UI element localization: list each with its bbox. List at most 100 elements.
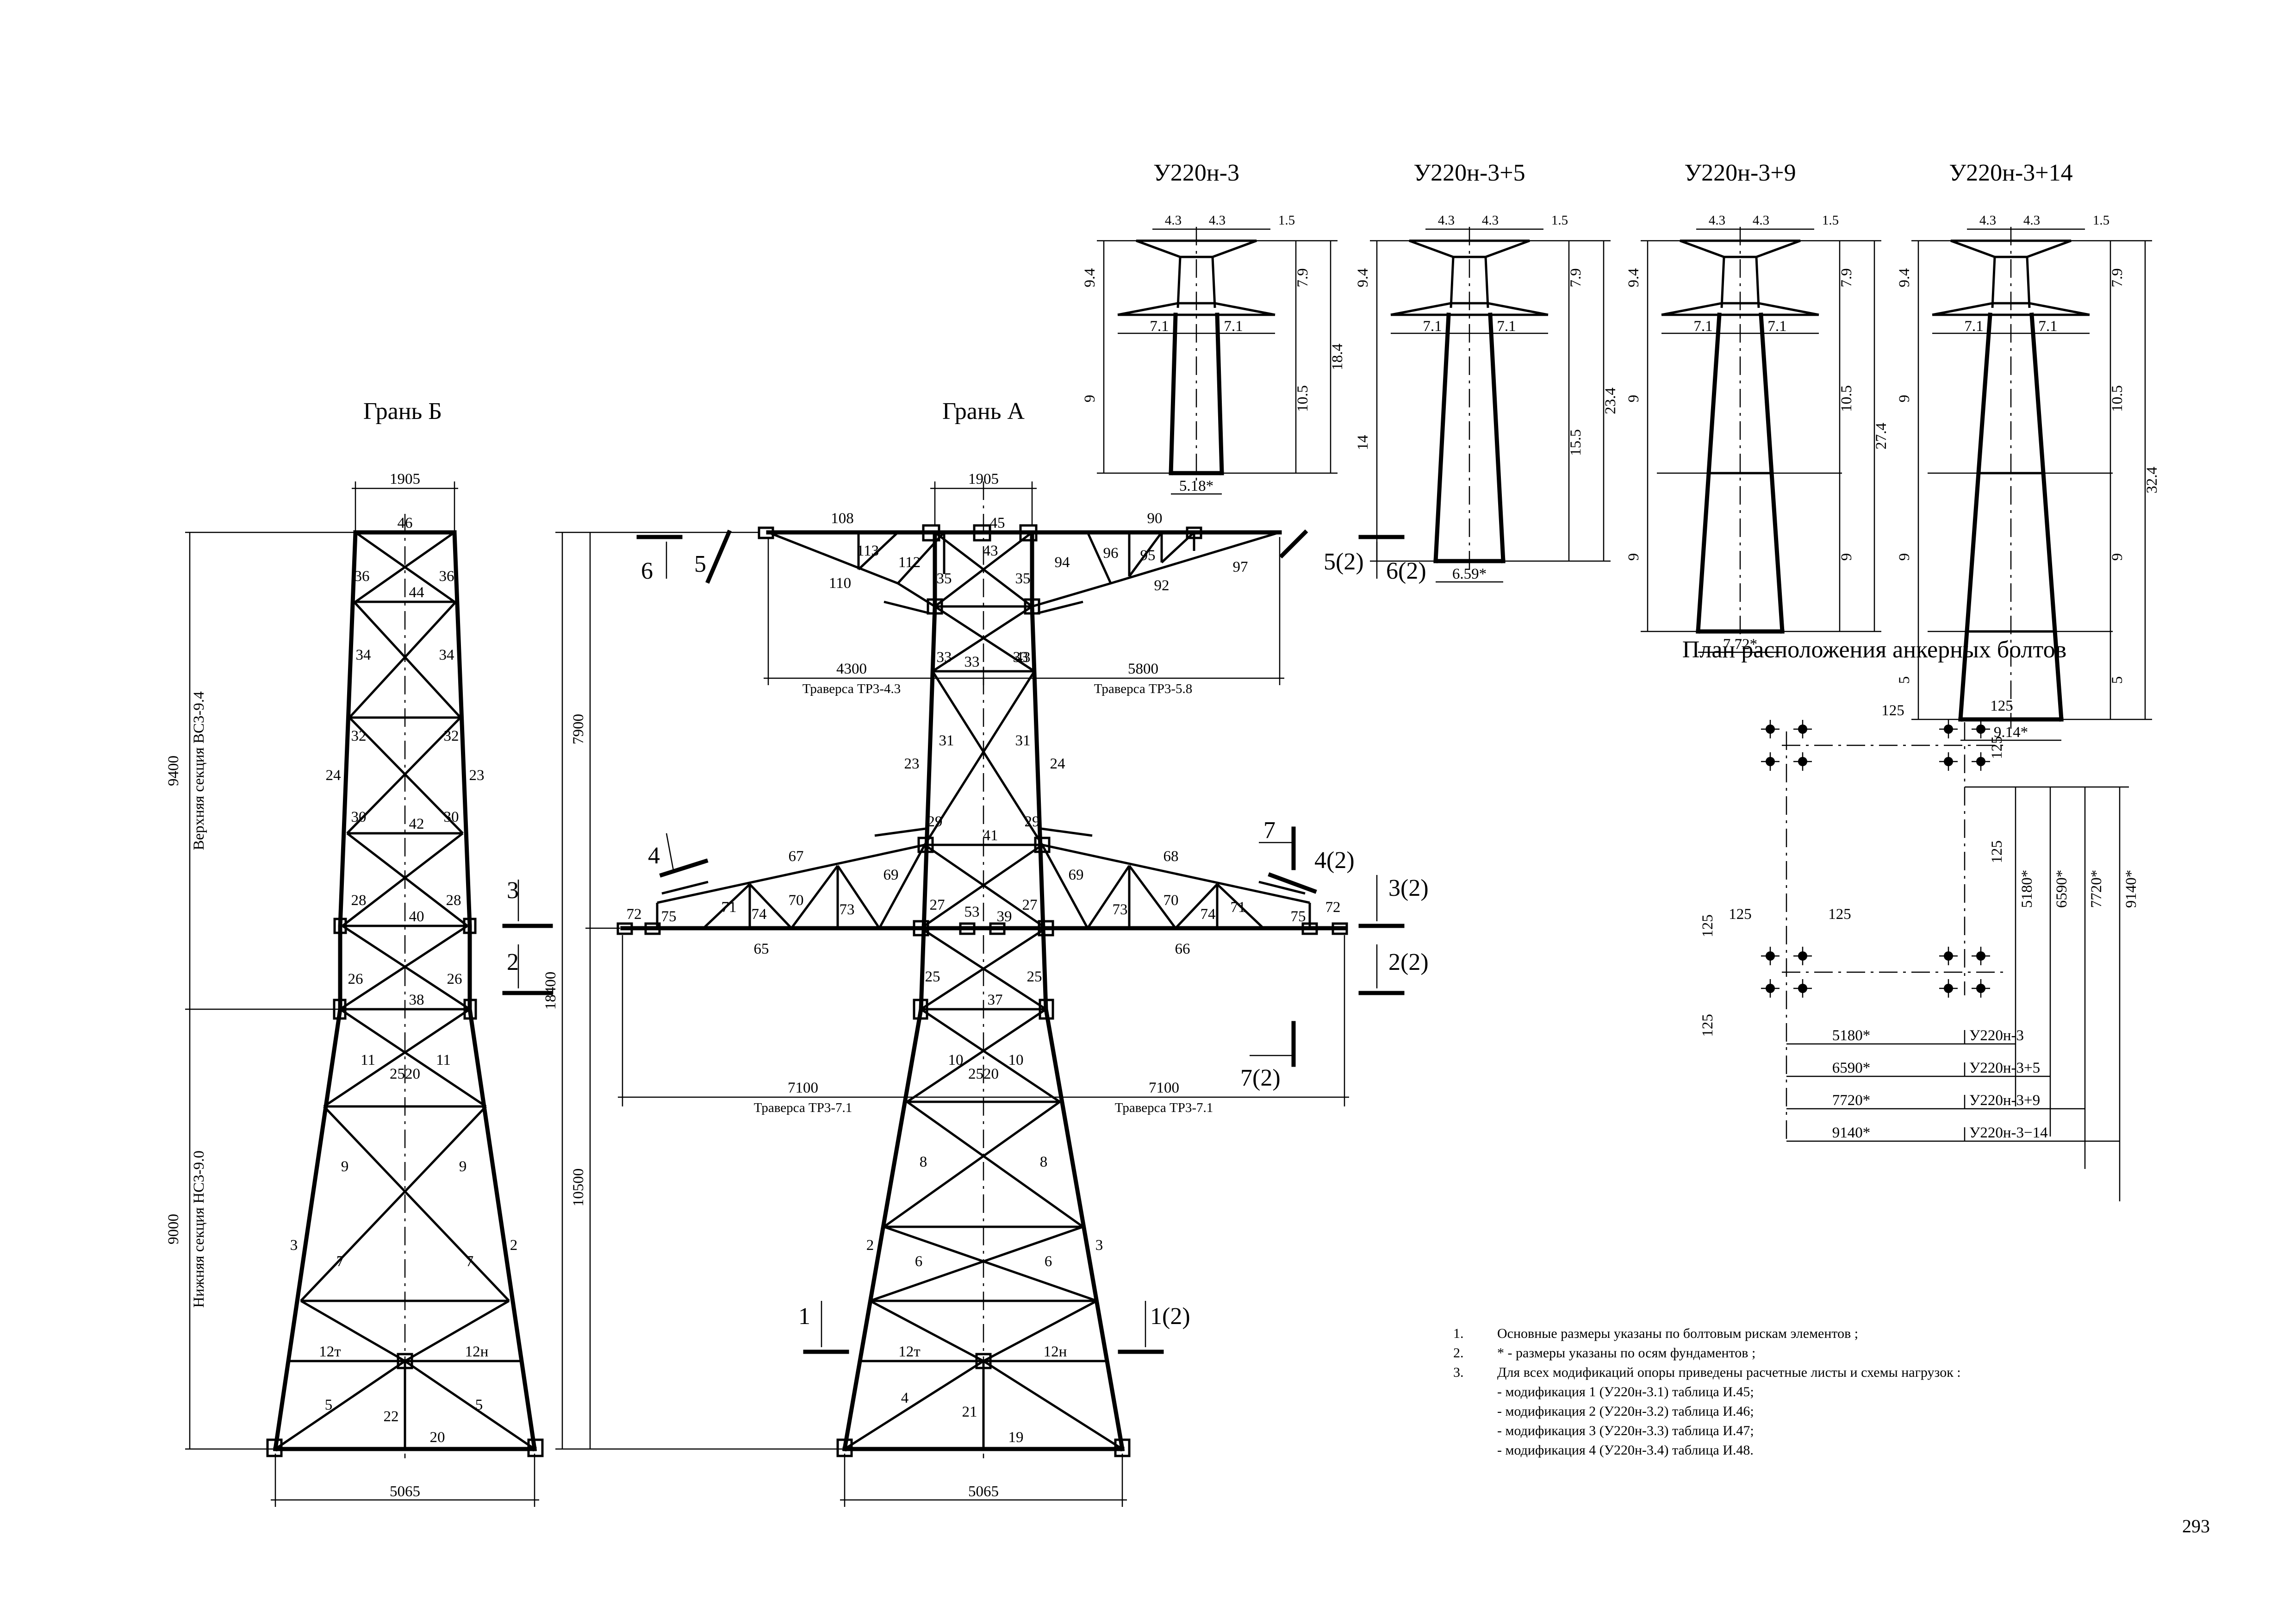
face-a-element-label: 53 <box>964 904 980 920</box>
face-a-height-upper: 7900 <box>570 714 587 744</box>
face-b-element-label: 44 <box>409 584 424 601</box>
face-a-element-label: 33 <box>937 649 952 666</box>
lower-right-traverse: Траверса ТР3-7.1 <box>1115 1100 1213 1115</box>
variant-base-width: 7.72* <box>1723 636 1757 653</box>
face-b-element-label: 11 <box>436 1052 451 1068</box>
face-b-section-lower: Нижняя секция НС3-9.0 <box>191 1150 207 1308</box>
variant-total-height: 23.4 <box>1602 387 1619 414</box>
anchor-bolt-plan: План расположения анкерных болтов 5180* … <box>1682 637 2140 1201</box>
variant-total-height: 27.4 <box>1873 423 1890 450</box>
face-a-element-label: 31 <box>939 732 954 749</box>
face-a-element-label: 69 <box>1069 867 1084 883</box>
face-a-top-width: 1905 <box>968 471 999 487</box>
bolt-spacing: 125 <box>1881 702 1904 719</box>
section-mark-3-2: 3(2) <box>1388 875 1429 901</box>
face-a-element-label: 74 <box>752 906 767 923</box>
variant-right-height: 10.5 <box>1294 385 1311 412</box>
bolt-row-dim: 5180* <box>1832 1027 1871 1044</box>
note-number: 2. <box>1453 1345 1464 1361</box>
face-b-element-label: 46 <box>398 515 413 531</box>
face-b-element-label: 28 <box>351 892 367 909</box>
face-a-element-label: 41 <box>983 827 998 844</box>
face-a-element-label: 8 <box>1040 1154 1048 1170</box>
variant-arm-dim: 7.1 <box>1497 318 1516 335</box>
face-a-element-label: 69 <box>884 867 899 883</box>
face-a-element-label: 70 <box>1164 892 1179 909</box>
face-a-title: Грань А <box>942 398 1025 425</box>
face-a-element-label: 6 <box>915 1253 923 1270</box>
face-b-element-label: 40 <box>409 908 424 925</box>
bolt-spacing: 125 <box>1828 906 1851 923</box>
face-b-element-label: 34 <box>356 647 371 663</box>
bolt-diag-dim: 6590* <box>2053 870 2070 908</box>
variant-arm-dim: 7.1 <box>1964 318 1983 335</box>
note-text: Для всех модификаций опоры приведены рас… <box>1497 1365 1961 1380</box>
variant-left-height: 5 <box>1896 676 1913 684</box>
face-b-element-label: 12т <box>319 1343 341 1360</box>
note-text: - модификация 2 (У220н-3.2) таблица И.46… <box>1497 1404 1754 1419</box>
face-b-element-label: 22 <box>384 1408 399 1425</box>
face-a-element-label: 4 <box>901 1390 909 1406</box>
note-text: * - размеры указаны по осям фундаментов … <box>1497 1345 1755 1361</box>
bolt-spacing: 125 <box>1989 736 2005 759</box>
face-a-mid-width: 2520 <box>968 1066 999 1082</box>
variant-right-height: 7.9 <box>1568 268 1584 287</box>
variant-left-height: 14 <box>1355 435 1371 450</box>
section-mark-1-2: 1(2) <box>1150 1303 1190 1330</box>
face-a-element-label: 71 <box>722 899 737 916</box>
bolt-spacing: 125 <box>1699 1014 1716 1037</box>
upper-left-span: 4300 <box>836 661 867 677</box>
face-a-element-label: 72 <box>1325 899 1341 916</box>
face-a-element-label: 39 <box>997 908 1012 925</box>
lower-right-span: 7100 <box>1149 1080 1179 1096</box>
face-a-element-label: 65 <box>754 941 769 957</box>
face-a-element-label: 2 <box>866 1237 874 1254</box>
variant-top-dim: 1.5 <box>2093 213 2109 228</box>
variant-left-height: 9 <box>1896 553 1913 561</box>
variant-top-dim: 4.3 <box>1709 213 1725 228</box>
bolt-plan-title: План расположения анкерных болтов <box>1682 637 2066 663</box>
face-b-element-label: 20 <box>430 1429 445 1446</box>
face-a-element-label: 67 <box>789 848 804 865</box>
face-b-top-width: 1905 <box>390 471 420 487</box>
upper-right-traverse: Траверса ТР3-5.8 <box>1094 681 1192 696</box>
face-a-element-label: 75 <box>1291 908 1306 925</box>
section-mark-6-2: 6(2) <box>1386 558 1426 584</box>
face-a-element-label: 23 <box>904 756 920 772</box>
section-mark-4: 4 <box>648 843 660 869</box>
face-a-height-total: 18400 <box>542 972 559 1010</box>
lower-left-traverse: Траверса ТР3-7.1 <box>754 1100 852 1115</box>
variant-top-dim: 4.3 <box>1209 213 1226 228</box>
face-a-element-label: 72 <box>627 906 642 923</box>
variant-top-dim: 4.3 <box>1165 213 1182 228</box>
section-mark-3: 3 <box>507 877 519 904</box>
face-a-element-label: 113 <box>857 543 879 559</box>
bolt-diag-dim: 5180* <box>2019 870 2035 908</box>
bolt-row-type: У220н-3+9 <box>1969 1092 2040 1109</box>
variant-top-dim: 4.3 <box>1753 213 1769 228</box>
variant-base-width: 6.59* <box>1452 566 1487 582</box>
bolt-row-type: У220н-3+5 <box>1969 1060 2040 1076</box>
face-a-element-label: 8 <box>920 1154 927 1170</box>
face-a-element-label: 29 <box>1025 813 1040 830</box>
bolt-row-type: У220н-3−14 <box>1969 1124 2048 1141</box>
section-mark-5: 5 <box>694 551 706 577</box>
face-b-height-lower: 9000 <box>165 1214 182 1244</box>
face-b-element-label: 38 <box>409 992 424 1008</box>
variant-arm-dim: 7.1 <box>2038 318 2057 335</box>
face-a-element-label: 35 <box>937 570 952 587</box>
face-a-element-label: 90 <box>1147 510 1163 527</box>
face-a-element-label: 37 <box>988 992 1003 1008</box>
face-a-element-label: 12т <box>898 1343 920 1360</box>
variant-left-height: 9 <box>1082 395 1098 403</box>
face-a-element-label: 94 <box>1055 554 1070 571</box>
bolt-row-type: У220н-3 <box>1969 1027 2024 1044</box>
face-b-element-label: 12н <box>465 1343 489 1360</box>
face-a-element-label: 73 <box>840 901 855 918</box>
face-a-element-label: 25 <box>925 968 940 985</box>
face-a-element-label: 25 <box>1027 968 1042 985</box>
face-a-element-label: 74 <box>1201 906 1216 923</box>
